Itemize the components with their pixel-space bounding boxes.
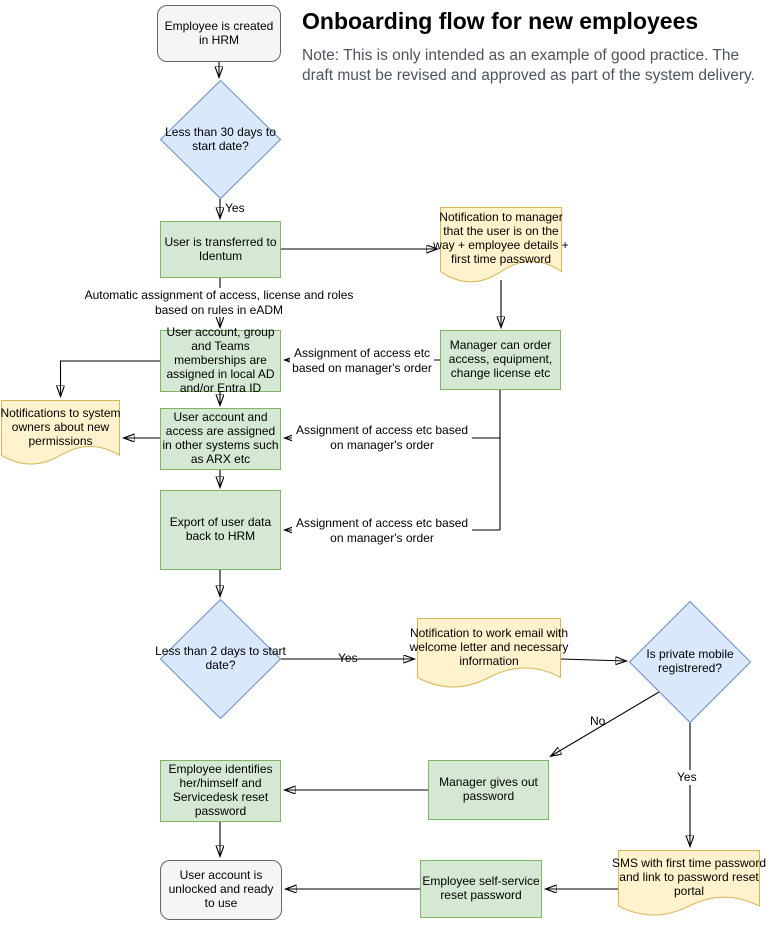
node-label: Notifications to system owners about new… bbox=[0, 405, 121, 448]
document-shape bbox=[417, 618, 561, 688]
diagram-title: Onboarding flow for new employees bbox=[302, 8, 699, 34]
flow-node-manager-can-order[interactable]: Manager can order access, equipment, cha… bbox=[440, 330, 561, 390]
edge-label-auto-assign: Automatic assignment of access, license … bbox=[78, 288, 360, 318]
edge-label-yes-30: Yes bbox=[225, 201, 245, 215]
node-label: User is transferred to Identum bbox=[164, 234, 277, 263]
node-label: User account, group and Teams membership… bbox=[166, 325, 275, 395]
node-label: Notification to work email with welcome … bbox=[409, 625, 569, 668]
edge-label-assign-order-1: Assignment of access etc based on manage… bbox=[290, 346, 434, 376]
node-label: Manager can order access, equipment, cha… bbox=[448, 338, 553, 380]
flow-node-user-transferred-identum[interactable]: User is transferred to Identum bbox=[160, 221, 281, 278]
flow-node-employee-identifies[interactable]: Employee identifies her/himself and Serv… bbox=[160, 760, 281, 822]
edge-label-no-mobile: No bbox=[590, 714, 606, 728]
node-label: Less than 30 days to start date? bbox=[165, 124, 276, 153]
node-label: Export of user data back to HRM bbox=[169, 515, 272, 543]
diamond-shape bbox=[628, 600, 752, 724]
node-label: Less than 2 days to start date? bbox=[155, 644, 286, 672]
edge-note-email-to-mobile bbox=[560, 659, 626, 661]
flow-node-ad-entra-assign[interactable]: User account, group and Teams membership… bbox=[160, 325, 281, 395]
flow-node-export-to-hrm[interactable]: Export of user data back to HRM bbox=[160, 490, 281, 570]
flow-note-work-email[interactable]: Notification to work email with welcome … bbox=[410, 618, 568, 688]
flow-node-private-mobile-registered[interactable]: Is private mobile registrered? bbox=[628, 600, 752, 724]
node-label: Manager gives out password bbox=[439, 775, 538, 803]
node-label: Employee identifies her/himself and Serv… bbox=[168, 762, 273, 818]
node-label: Notification to manager that the user is… bbox=[433, 210, 569, 267]
diagram-note: Note: This is only intended as an exampl… bbox=[302, 47, 755, 85]
diamond-shape bbox=[159, 598, 282, 720]
node-label: Is private mobile registrered? bbox=[646, 647, 734, 675]
edge-mobile-no-to-manager-password bbox=[551, 691, 660, 756]
node-label: User account and access are assigned in … bbox=[162, 410, 279, 466]
flow-node-manager-gives-password[interactable]: Manager gives out password bbox=[428, 760, 549, 820]
node-label: Employee is created in HRM bbox=[164, 18, 274, 47]
flow-note-sms-password[interactable]: SMS with first time password and link to… bbox=[612, 850, 766, 916]
edge-label-assign-order-2: Assignment of access etc based on manage… bbox=[292, 423, 472, 453]
edge-label-assign-order-3: Assignment of access etc based on manage… bbox=[292, 516, 472, 546]
document-shape bbox=[618, 850, 760, 916]
flow-node-less-than-2-days[interactable]: Less than 2 days to start date? bbox=[155, 598, 286, 720]
edge-ad-assign-to-note-owners bbox=[61, 360, 160, 396]
flow-node-account-unlocked[interactable]: User account is unlocked and ready to us… bbox=[160, 860, 282, 920]
node-label: SMS with first time password and link to… bbox=[611, 856, 767, 898]
flow-node-self-service-reset[interactable]: Employee self-service reset password bbox=[420, 860, 542, 918]
flow-node-other-systems-arx[interactable]: User account and access are assigned in … bbox=[160, 408, 281, 470]
node-label: User account is unlocked and ready to us… bbox=[168, 868, 274, 910]
diamond-shape bbox=[159, 79, 282, 200]
node-label: Employee self-service reset password bbox=[422, 874, 540, 902]
edge-label-yes-2: Yes bbox=[338, 651, 358, 665]
flow-node-employee-created[interactable]: Employee is created in HRM bbox=[157, 5, 281, 62]
flow-note-system-owners[interactable]: Notifications to system owners about new… bbox=[0, 400, 121, 465]
document-shape bbox=[1, 400, 120, 465]
edge-label-yes-mobile: Yes bbox=[676, 770, 698, 785]
document-shape bbox=[440, 207, 562, 283]
flow-note-notification-manager[interactable]: Notification to manager that the user is… bbox=[433, 207, 569, 283]
flow-node-less-than-30-days[interactable]: Less than 30 days to start date? bbox=[159, 79, 282, 200]
